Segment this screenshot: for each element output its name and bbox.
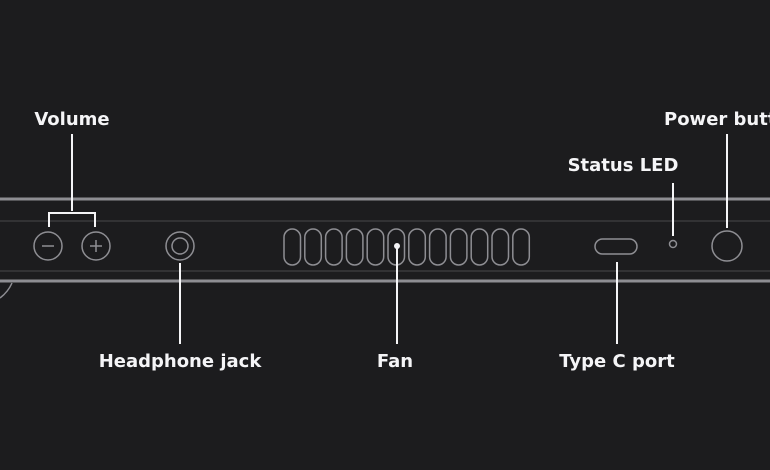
fan-label: Fan (377, 351, 413, 372)
volume-label: Volume (34, 109, 109, 130)
status-led (668, 239, 678, 249)
status-led-label: Status LED (568, 155, 679, 176)
fan-slot (491, 228, 510, 266)
volume-down-button (33, 231, 63, 261)
headphone-jack-label: Headphone jack (99, 351, 263, 372)
callouts (48, 134, 728, 344)
fan-slot (449, 228, 468, 266)
volume-buttons (33, 231, 111, 261)
fan-grille (283, 228, 531, 266)
fan-slot (408, 228, 427, 266)
fan-slot (512, 228, 531, 266)
power-button (711, 230, 743, 262)
type-c-port-label: Type C port (559, 351, 675, 372)
power-button-label: Power butto (664, 109, 770, 130)
fan-slot (304, 228, 323, 266)
volume-bracket (48, 212, 96, 227)
fan-callout-dot (394, 243, 400, 249)
fan-slot (366, 228, 385, 266)
fan-slot (470, 228, 489, 266)
headphone-jack-outer (165, 231, 195, 261)
volume-up-button (81, 231, 111, 261)
headphone-jack (165, 231, 195, 261)
stand-edge (0, 282, 13, 299)
fan-slot (283, 228, 302, 266)
device-body (0, 197, 770, 299)
headphone-jack-inner (171, 237, 189, 255)
fan-slot (324, 228, 343, 266)
fan-slot (428, 228, 447, 266)
type-c-port (594, 238, 638, 255)
fan-slot (345, 228, 364, 266)
